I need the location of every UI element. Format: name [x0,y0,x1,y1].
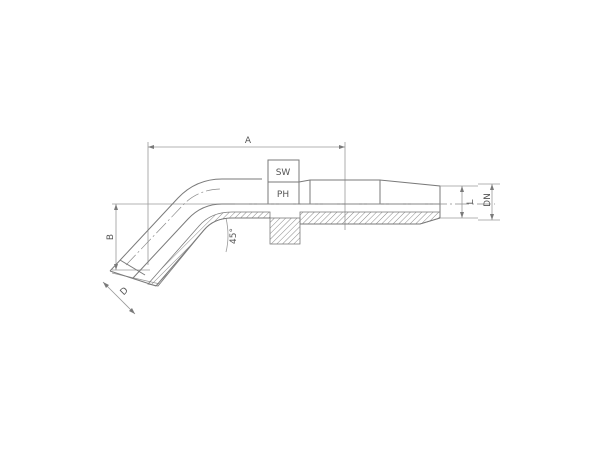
dimension-dn: DN [478,183,500,221]
angle-label: 45° [229,228,239,244]
dimension-b: B [106,203,235,271]
dimension-l-label: L [466,199,476,204]
hex-nut: SW PH [267,159,301,245]
dimension-d-label: D [119,286,131,298]
dimension-b-label: B [106,234,116,240]
dimension-dn-label: DN [483,193,493,207]
dimension-a: A [147,136,346,265]
dimension-a-label: A [245,136,252,146]
dimension-l: L [440,185,478,219]
sw-label: SW [276,168,291,178]
dimension-d: D [102,272,161,315]
elbow-body [109,178,271,287]
hose-tail [235,179,495,225]
ph-label: PH [277,190,289,200]
angle-annotation: 45° [225,217,239,253]
